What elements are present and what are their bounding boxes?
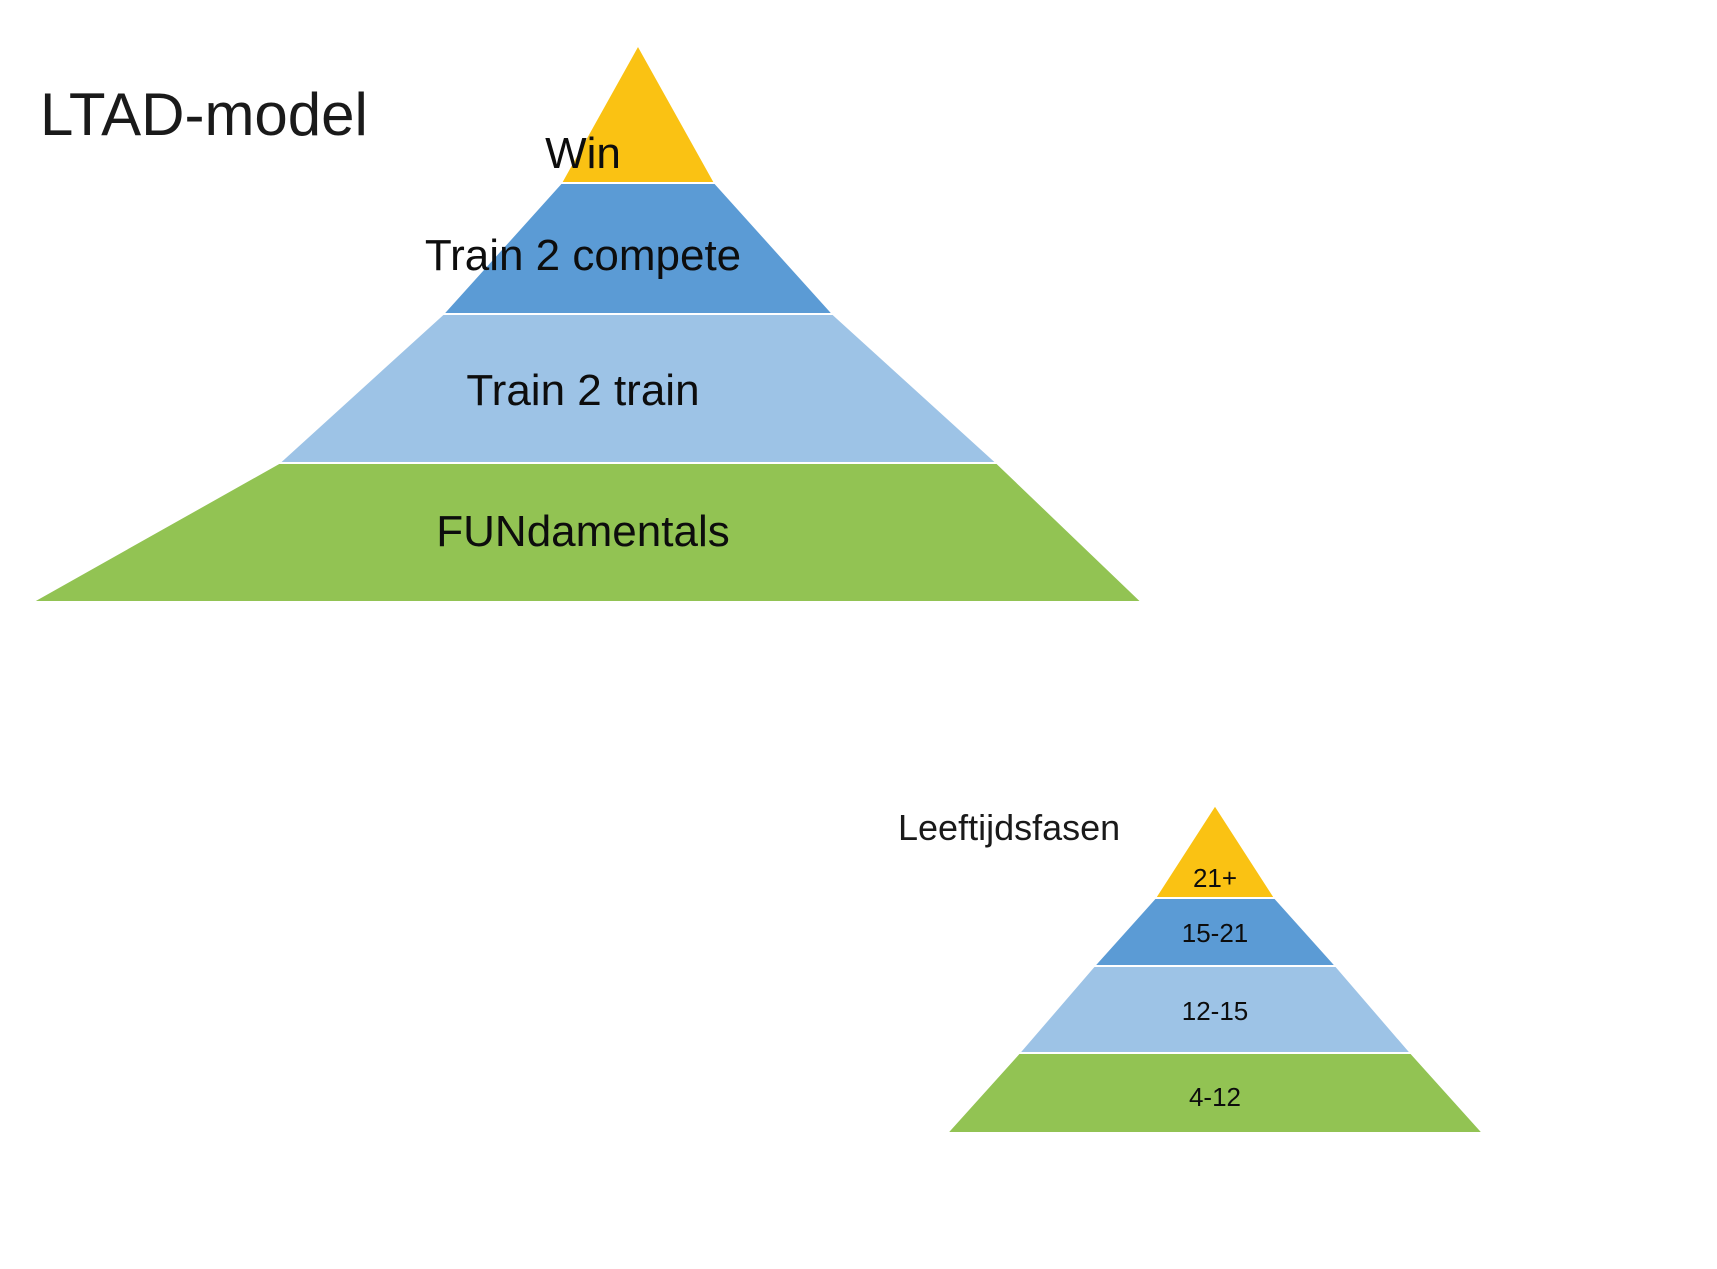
ltad-label-win: Win <box>545 129 621 178</box>
age-label-12-15: 12-15 <box>1182 996 1249 1026</box>
ltad-label-train-2-compete: Train 2 compete <box>425 231 741 280</box>
age-layer-4-12[interactable] <box>944 1052 1486 1134</box>
ltad-label-fundamentals: FUNdamentals <box>436 507 729 556</box>
age-pyramid-title: Leeftijdsfasen <box>898 807 1120 848</box>
ltad-layer-fundamentals[interactable] <box>28 462 1145 603</box>
ltad-pyramid: Win Train 2 compete Train 2 train FUNdam… <box>28 42 1145 603</box>
age-label-15-21: 15-21 <box>1182 918 1249 948</box>
age-label-4-12: 4-12 <box>1189 1082 1241 1112</box>
age-label-21-plus: 21+ <box>1193 863 1237 893</box>
ltad-label-train-2-train: Train 2 train <box>466 366 699 415</box>
page-title: LTAD-model <box>40 81 368 148</box>
age-phase-pyramid: 21+ 15-21 12-15 4-12 <box>944 803 1486 1134</box>
